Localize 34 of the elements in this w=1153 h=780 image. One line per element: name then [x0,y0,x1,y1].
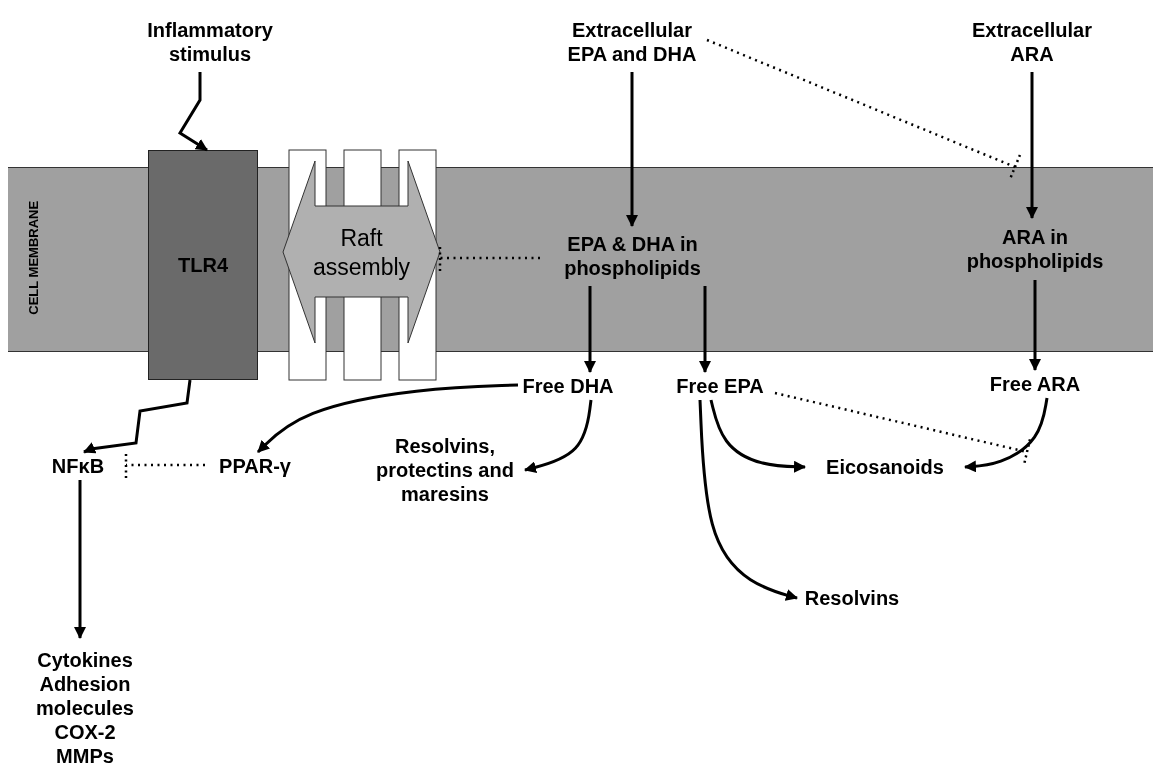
list-item-text: MMPs [56,744,114,768]
phospholipid-label: ARA in phospholipids [955,218,1115,280]
list-item-text: Adhesion molecules [35,672,135,720]
mediator-label: Resolvins, protectins and maresins [365,428,525,512]
list-item-text: COX-2 [54,720,116,744]
transcription-factor-label: NFκB [30,452,126,480]
receptor-box: TLR4 [148,150,258,380]
fatty-acid-label: Extracellular ARA [962,12,1102,72]
arrow [1029,280,1041,371]
mediator-label: Eicosanoids [805,453,965,481]
arrow [626,72,638,227]
receptor-label: PPAR-γ [205,452,305,480]
membrane-label: CELL MEMBRANE [25,199,42,317]
arrow [256,383,519,454]
arrow [177,72,208,152]
stimulus-label: Inflammatory stimulus [135,12,285,72]
arrow [698,399,798,601]
list-item-text: Cytokines [37,648,133,672]
arrow [709,399,806,473]
arrow [1026,72,1038,219]
arrow [74,480,86,639]
fatty-acid-label: Extracellular EPA and DHA [557,12,707,72]
arrow [964,397,1049,473]
arrow [524,399,593,474]
mediator-label: Resolvins [797,584,907,612]
fatty-acid-label: Free EPA [665,372,775,400]
raft-label: Raft assembly [311,223,412,282]
fatty-acid-label: Free DHA [518,372,618,400]
arrow [699,286,711,373]
arrow [584,286,596,373]
fatty-acid-label: Free ARA [985,370,1085,398]
inhibition-line [774,391,1032,466]
phospholipid-label: EPA & DHA in phospholipids [540,226,725,286]
arrow [83,379,192,454]
